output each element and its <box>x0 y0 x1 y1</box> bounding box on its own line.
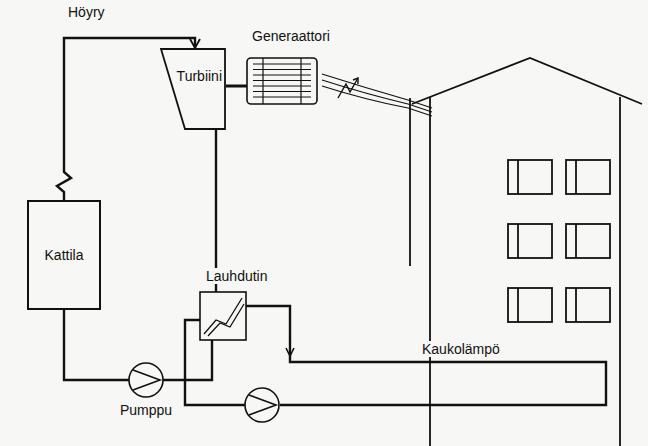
boiler-box: Kattila <box>27 200 101 310</box>
node-label: Turbiini <box>160 68 222 84</box>
node-label: Pumppu <box>113 402 179 418</box>
pipe-connector <box>64 310 129 380</box>
condenser-box: Lauhdutin <box>196 268 280 342</box>
pump-symbol <box>245 388 279 422</box>
window <box>566 160 610 194</box>
power-line <box>322 74 432 266</box>
pipe-label: Höyry <box>66 4 107 20</box>
window <box>508 224 552 258</box>
building <box>412 58 642 446</box>
node-label: Lauhdutin <box>204 268 270 284</box>
generator-box: Generaattori <box>241 28 341 108</box>
window-frame <box>517 160 519 194</box>
pipe-label: Kaukolämpö <box>420 341 502 357</box>
pump-node: Pumppu <box>113 362 179 420</box>
turbine-shape: Turbiini <box>160 48 226 130</box>
window-frame <box>517 224 519 258</box>
node-label: Kattila <box>45 247 84 263</box>
district-heating-pipes <box>185 306 606 405</box>
window <box>566 224 610 258</box>
window <box>508 288 552 322</box>
node-label: Generaattori <box>241 28 341 44</box>
window-frame <box>517 288 519 322</box>
pipe-connector <box>226 85 247 88</box>
window-frame <box>575 160 577 194</box>
window-frame <box>575 224 577 258</box>
window <box>566 288 610 322</box>
window <box>508 160 552 194</box>
node-outline <box>160 48 226 130</box>
generator-symbol <box>247 58 317 104</box>
window-frame <box>575 288 577 322</box>
pipe-connector <box>163 340 212 380</box>
